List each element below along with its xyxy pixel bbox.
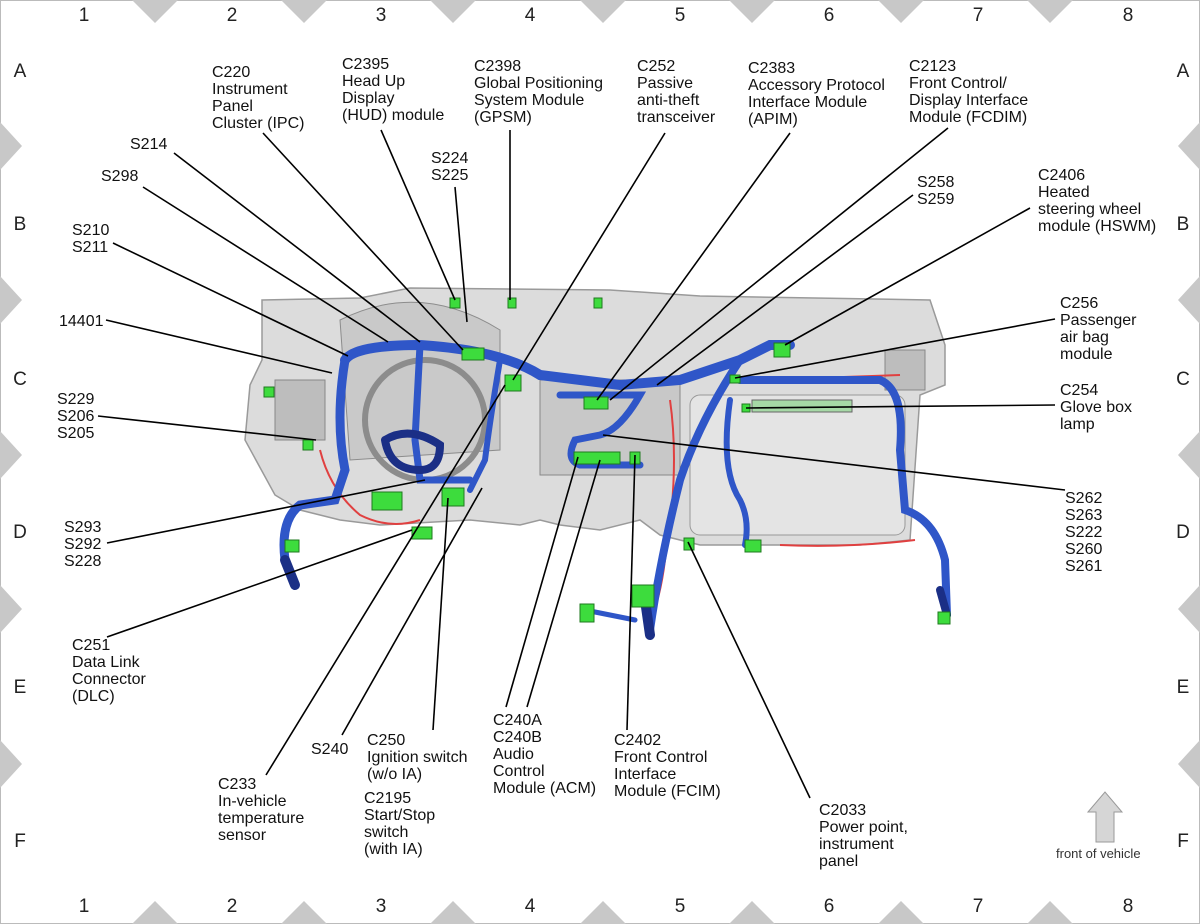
row-label-left-a: A bbox=[13, 61, 27, 82]
label-s298: S298 bbox=[101, 168, 139, 185]
front-of-vehicle-arrow-icon bbox=[1086, 791, 1124, 843]
label-c2195: C2195 Start/Stop switch (with IA) bbox=[364, 790, 436, 858]
front-of-vehicle-label: front of vehicle bbox=[1056, 846, 1141, 861]
label-s210-s211: S210 S211 bbox=[72, 222, 110, 256]
row-label-left-c: C bbox=[13, 369, 27, 390]
label-c233: C233 In-vehicle temperature sensor bbox=[218, 776, 305, 844]
label-s229-s206-s205: S229 S206 S205 bbox=[57, 391, 95, 442]
col-label-top-4: 4 bbox=[524, 5, 536, 26]
col-label-bottom-2: 2 bbox=[226, 896, 238, 917]
label-s224-s225: S224 S225 bbox=[431, 150, 469, 184]
col-label-bottom-7: 7 bbox=[972, 896, 984, 917]
label-c252: C252 Passive anti-theft transceiver bbox=[637, 58, 716, 126]
row-label-right-f: F bbox=[1177, 831, 1189, 852]
label-s240: S240 bbox=[311, 741, 349, 758]
row-label-right-c: C bbox=[1176, 369, 1190, 390]
label-c250: C250 Ignition switch (w/o IA) bbox=[367, 732, 468, 783]
col-label-top-5: 5 bbox=[674, 5, 686, 26]
wiring-harness bbox=[279, 339, 951, 640]
label-c2406: C2406 Heated steering wheel module (HSWM… bbox=[1038, 167, 1157, 235]
label-c251: C251 Data Link Connector (DLC) bbox=[72, 637, 146, 705]
label-c2402: C2402 Front Control Interface Module (FC… bbox=[614, 732, 721, 800]
label-s258-s259: S258 S259 bbox=[917, 174, 955, 208]
col-label-bottom-1: 1 bbox=[78, 896, 90, 917]
label-c2383: C2383 Accessory Protocol Interface Modul… bbox=[748, 60, 885, 128]
col-label-bottom-3: 3 bbox=[375, 896, 387, 917]
row-label-right-a: A bbox=[1176, 61, 1190, 82]
col-label-top-2: 2 bbox=[226, 5, 238, 26]
label-c2395: C2395 Head Up Display (HUD) module bbox=[342, 56, 445, 124]
row-label-left-e: E bbox=[13, 677, 27, 698]
label-s262-group: S262 S263 S222 S260 S261 bbox=[1065, 490, 1103, 575]
label-c2033: C2033 Power point, instrument panel bbox=[819, 802, 908, 870]
col-label-bottom-5: 5 bbox=[674, 896, 686, 917]
col-label-bottom-6: 6 bbox=[823, 896, 835, 917]
row-label-left-b: B bbox=[13, 214, 27, 235]
label-c256: C256 Passenger air bag module bbox=[1060, 295, 1137, 363]
col-label-top-8: 8 bbox=[1122, 5, 1134, 26]
label-c2123: C2123 Front Control/ Display Interface M… bbox=[909, 58, 1029, 126]
row-label-right-d: D bbox=[1176, 522, 1190, 543]
label-c240: C240A C240B Audio Control Module (ACM) bbox=[493, 712, 597, 797]
col-label-top-1: 1 bbox=[78, 5, 90, 26]
col-label-bottom-4: 4 bbox=[524, 896, 536, 917]
row-label-right-e: E bbox=[1176, 677, 1190, 698]
row-label-left-d: D bbox=[13, 522, 27, 543]
col-label-top-6: 6 bbox=[823, 5, 835, 26]
label-c254: C254 Glove box lamp bbox=[1060, 382, 1133, 433]
leader-lines bbox=[97, 127, 1066, 799]
label-s293-group: S293 S292 S228 bbox=[64, 519, 102, 570]
label-s214: S214 bbox=[130, 136, 168, 153]
label-c220: C220 Instrument Panel Cluster (IPC) bbox=[212, 64, 305, 132]
label-c2398: C2398 Global Positioning System Module (… bbox=[474, 58, 603, 126]
row-label-right-b: B bbox=[1176, 214, 1190, 235]
col-label-top-7: 7 bbox=[972, 5, 984, 26]
label-14401: 14401 bbox=[59, 313, 104, 330]
col-label-top-3: 3 bbox=[375, 5, 387, 26]
col-label-bottom-8: 8 bbox=[1122, 896, 1134, 917]
row-label-left-f: F bbox=[14, 831, 26, 852]
